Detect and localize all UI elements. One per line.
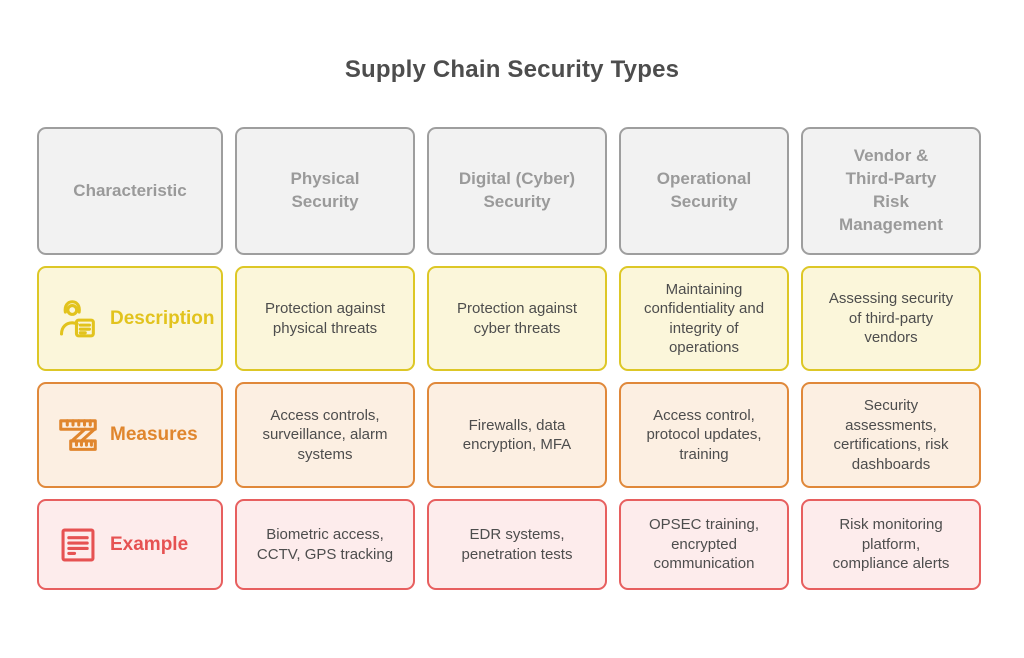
cell-example-digital: EDR systems, penetration tests [427, 499, 607, 590]
header-cell-physical-security: Physical Security [235, 127, 415, 255]
row-label-example: Example [37, 499, 223, 590]
document-lines-icon [61, 528, 95, 561]
measuring-tape-icon [59, 419, 97, 451]
row-label-description: Description [37, 266, 223, 371]
cell-measures-vendor: Security assessments, certifications, ri… [801, 382, 981, 488]
header-cell-operational-security: Operational Security [619, 127, 789, 255]
cell-measures-operational: Access control, protocol updates, traini… [619, 382, 789, 488]
header-cell-characteristic: Characteristic [37, 127, 223, 255]
row-label-measures: Measures [37, 382, 223, 488]
cell-example-vendor: Risk monitoring platform, compliance ale… [801, 499, 981, 590]
header-cell-vendor-third-party-risk: Vendor & Third-Party Risk Management [801, 127, 981, 255]
cell-description-operational: Maintaining confidentiality and integrit… [619, 266, 789, 371]
comparison-table: Characteristic Physical Security Digital… [37, 127, 981, 590]
row-title-example: Example [110, 533, 189, 555]
cell-measures-physical: Access controls, surveillance, alarm sys… [235, 382, 415, 488]
page-title: Supply Chain Security Types [344, 56, 680, 83]
row-title-measures: Measures [110, 424, 198, 445]
cell-example-operational: OPSEC training, encrypted communication [619, 499, 789, 590]
row-title-description: Description [110, 307, 215, 329]
cell-description-vendor: Assessing security of third-party vendor… [801, 266, 981, 371]
cell-description-physical: Protection against physical threats [235, 266, 415, 371]
person-note-icon [59, 299, 95, 337]
header-cell-digital-cyber-security: Digital (Cyber) Security [427, 127, 607, 255]
cell-measures-digital: Firewalls, data encryption, MFA [427, 382, 607, 488]
cell-description-digital: Protection against cyber threats [427, 266, 607, 371]
cell-example-physical: Biometric access, CCTV, GPS tracking [235, 499, 415, 590]
